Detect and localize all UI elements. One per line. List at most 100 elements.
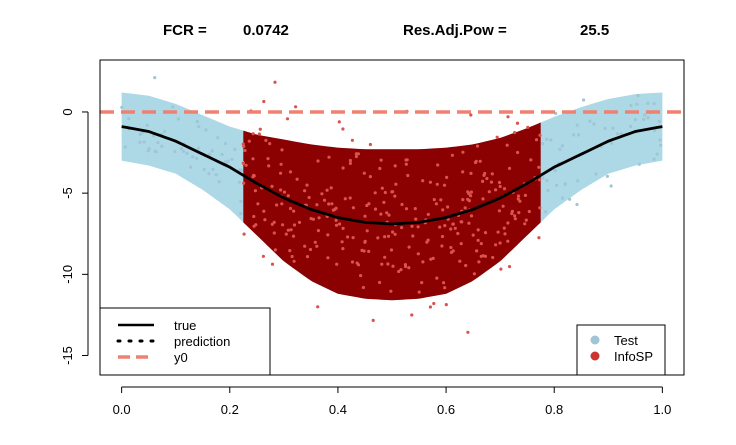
infosp-point — [243, 148, 247, 153]
test-point — [563, 182, 568, 186]
legend-lines: true prediction y0 — [99, 307, 271, 376]
test-point — [657, 119, 661, 123]
infosp-point — [378, 280, 382, 285]
test-point — [238, 168, 242, 172]
infosp-point — [334, 223, 339, 227]
infosp-point — [466, 190, 470, 194]
infosp-point — [466, 197, 470, 201]
infosp-point — [428, 180, 432, 184]
infosp-point — [473, 160, 478, 165]
test-point — [182, 149, 186, 153]
infosp-point — [478, 159, 482, 163]
y-tick-label: -10 — [60, 265, 75, 284]
infosp-point — [279, 188, 283, 192]
infosp-point — [270, 184, 274, 188]
infosp-point — [431, 256, 435, 260]
infosp-point — [264, 138, 268, 142]
infosp-point — [461, 150, 465, 154]
title-fcr-value: 0.0742 — [243, 22, 289, 39]
infosp-point — [516, 150, 520, 155]
infosp-point — [400, 226, 404, 230]
test-point — [646, 116, 650, 120]
infosp-point — [376, 236, 380, 240]
test-point — [592, 122, 596, 126]
infosp-point — [389, 248, 394, 252]
test-point — [220, 152, 224, 157]
y-tick-label: -15 — [60, 346, 75, 365]
chart-title: FCR = 0.0742 Res.Adj.Pow = 25.5 — [163, 22, 609, 39]
test-point — [642, 117, 646, 122]
test-point — [216, 136, 220, 140]
test-point — [145, 123, 149, 127]
infosp-point — [438, 225, 442, 229]
infosp-point — [411, 234, 415, 238]
infosp-point — [501, 204, 505, 208]
infosp-point — [273, 248, 277, 252]
infosp-point — [282, 190, 287, 194]
infosp-point — [479, 254, 483, 258]
infosp-point — [263, 218, 267, 222]
infosp-point — [494, 188, 498, 192]
infosp-point — [368, 175, 372, 179]
infosp-point — [348, 158, 352, 163]
infosp-point — [397, 269, 401, 274]
infosp-point — [435, 276, 439, 280]
infosp-point — [363, 214, 367, 218]
infosp-point — [337, 120, 341, 124]
legend-infosp-swatch — [590, 351, 600, 361]
test-point — [561, 196, 565, 200]
infosp-point — [538, 133, 542, 137]
test-point — [230, 157, 234, 161]
test-point — [653, 128, 657, 133]
infosp-point — [281, 223, 285, 227]
legend-true-label: true — [174, 318, 196, 333]
test-point — [544, 210, 548, 214]
infosp-point — [350, 138, 354, 142]
infosp-point — [288, 249, 292, 253]
infosp-point — [506, 221, 510, 225]
infosp-point — [275, 203, 279, 207]
infosp-point — [449, 227, 453, 231]
infosp-point — [280, 202, 284, 206]
infosp-point — [426, 212, 430, 216]
test-point — [588, 119, 592, 123]
legend-points: Test InfoSP — [576, 324, 666, 376]
infosp-point — [404, 158, 408, 162]
infosp-point — [279, 171, 283, 175]
infosp-point — [481, 197, 485, 201]
infosp-band — [243, 122, 541, 301]
infosp-point — [348, 161, 352, 165]
infosp-point — [513, 217, 517, 221]
test-point — [123, 145, 127, 149]
infosp-point — [425, 240, 429, 244]
infosp-point — [443, 224, 447, 228]
infosp-point — [316, 159, 320, 163]
test-point — [636, 94, 640, 98]
infosp-point — [404, 207, 409, 211]
test-point — [138, 132, 142, 136]
infosp-point — [365, 229, 369, 233]
infosp-point — [326, 233, 330, 237]
infosp-point — [386, 234, 391, 238]
infosp-point — [327, 155, 331, 159]
infosp-point — [407, 245, 411, 249]
reference-lines — [100, 110, 684, 226]
infosp-point — [371, 318, 375, 322]
test-point — [629, 104, 633, 108]
infosp-point — [450, 153, 454, 157]
infosp-point — [350, 260, 355, 264]
infosp-point — [361, 285, 365, 290]
test-point — [646, 101, 650, 105]
test-point — [195, 156, 199, 160]
infosp-point — [483, 254, 487, 258]
infosp-point — [432, 301, 436, 306]
infosp-point — [315, 203, 319, 207]
infosp-point — [315, 244, 319, 248]
infosp-point — [257, 132, 261, 136]
infosp-point — [502, 187, 507, 191]
prediction-bands — [121, 92, 663, 301]
infosp-point — [489, 180, 494, 184]
infosp-point — [325, 188, 329, 192]
test-point — [611, 126, 615, 130]
